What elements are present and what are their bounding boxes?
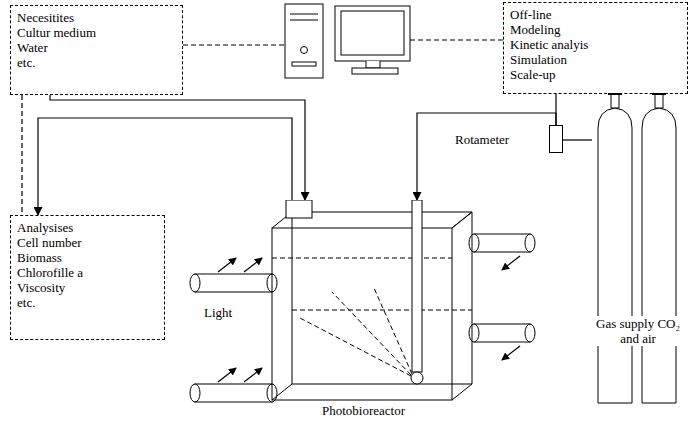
rotameter: Rotameter xyxy=(455,125,563,153)
list-item: Cultur medium xyxy=(17,25,96,40)
rotameter-tube xyxy=(549,125,563,153)
list-item: Modeling xyxy=(510,22,561,37)
rotameter-label: Rotameter xyxy=(455,132,509,147)
list-item: Water xyxy=(17,40,48,55)
supply-box: NecesititesCultur mediumWateretc. xyxy=(10,5,183,95)
flow-line xyxy=(563,139,592,140)
list-item: Chlorofille a xyxy=(17,265,83,280)
list-item: Biomass xyxy=(17,250,62,265)
light-label: Light xyxy=(204,305,232,320)
data-link xyxy=(410,40,503,41)
list-item: Scale-up xyxy=(510,67,555,82)
gas-label: Gas supply CO₂ and air xyxy=(596,316,680,346)
list-item: etc. xyxy=(17,55,35,70)
flow-line xyxy=(417,113,556,200)
list-item: Simulation xyxy=(510,52,567,67)
box-heading: Necesitites xyxy=(17,10,74,25)
list-item: etc. xyxy=(17,295,35,310)
list-item: Viscosity xyxy=(17,280,65,295)
reactor-outline xyxy=(270,200,475,420)
flow-line xyxy=(555,94,556,125)
analysis-box: AnalysisesCell numberBiomassChlorofille … xyxy=(10,215,165,340)
data-link xyxy=(183,45,285,46)
list-item: Kinetic analyis xyxy=(510,37,588,52)
dashed-link xyxy=(21,95,22,215)
reactor-label: Photobioreactor xyxy=(322,403,405,418)
box-heading: Analysises xyxy=(17,220,73,235)
computer xyxy=(285,4,410,78)
flow-line xyxy=(38,118,292,215)
gas-cylinders: Gas supply CO₂ and air xyxy=(592,88,684,408)
light-tube xyxy=(190,234,535,402)
flow-line xyxy=(50,95,305,200)
light-arrow xyxy=(218,256,520,382)
photobioreactor: Photobioreactor xyxy=(270,200,475,420)
gas-cylinder-outline xyxy=(592,88,684,408)
box-heading: Off-line xyxy=(510,7,552,22)
offline-box: Off-lineModelingKinetic analyisSimulatio… xyxy=(503,2,688,94)
list-item: Cell number xyxy=(17,235,82,250)
